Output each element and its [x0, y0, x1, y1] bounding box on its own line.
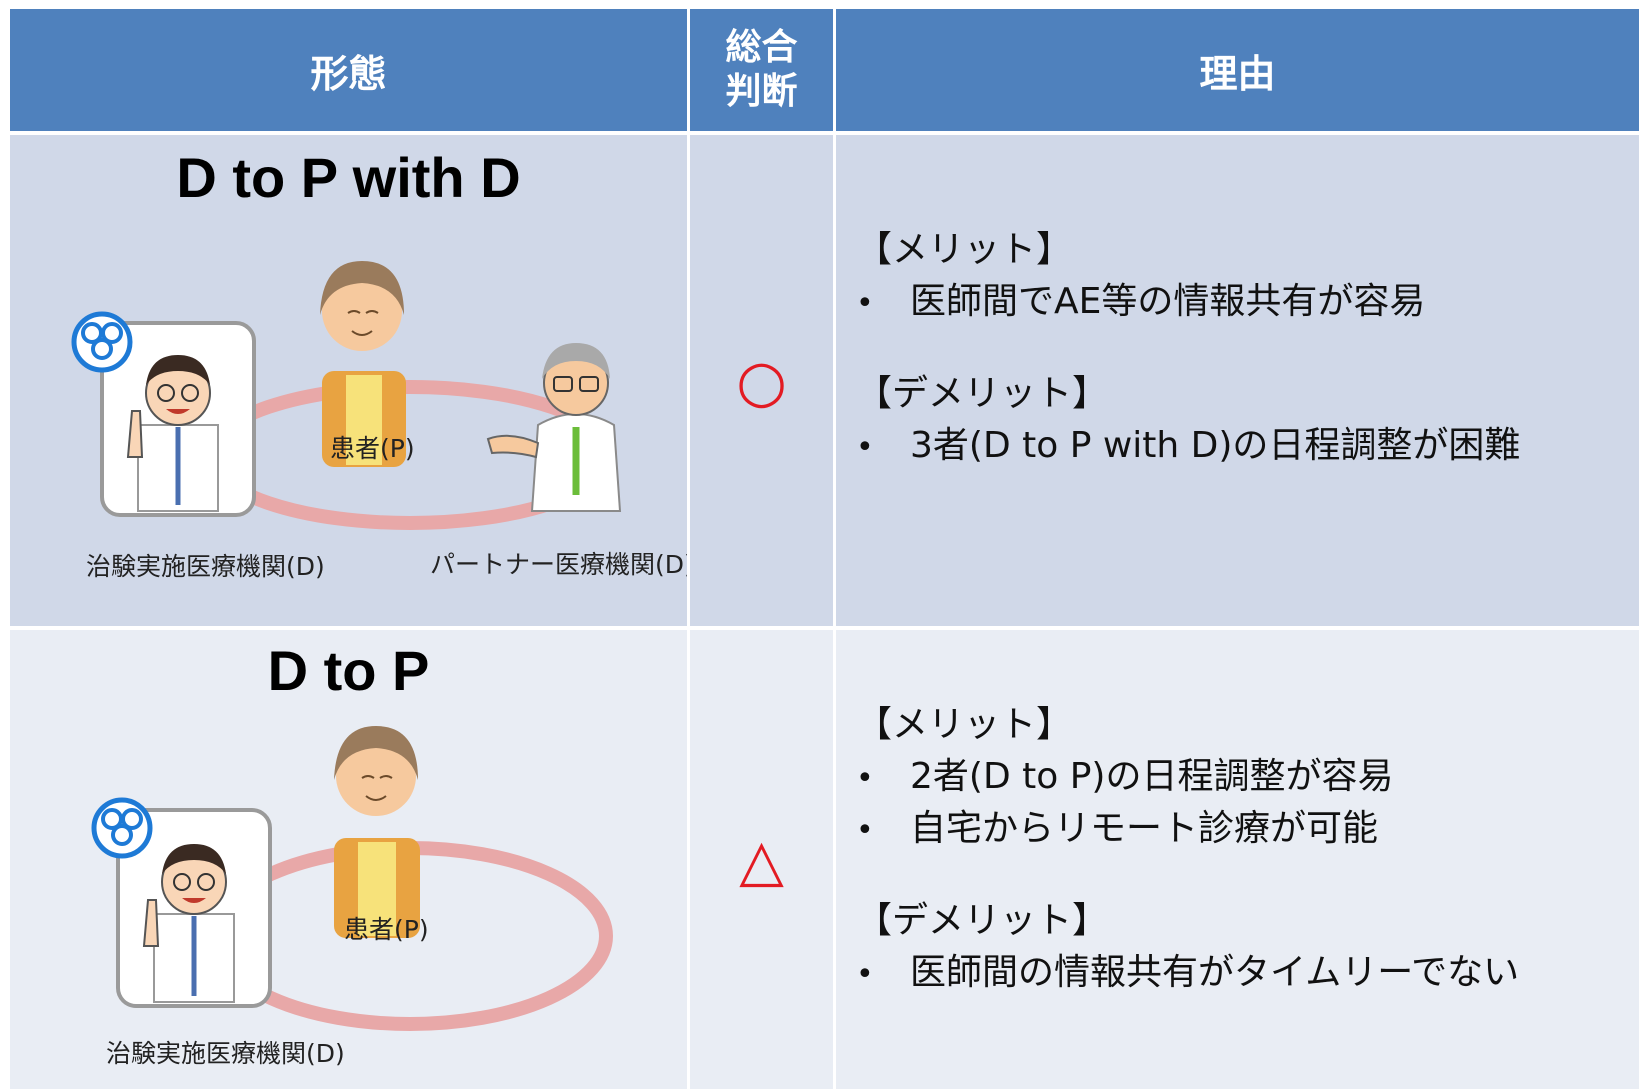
- demerit-text: 3者(D to P with D)の日程調整が困難: [910, 425, 1521, 466]
- form-title: D to P: [267, 639, 430, 702]
- patient-illustration: [320, 261, 406, 467]
- merit-text: 自宅からリモート診療が可能: [910, 808, 1379, 849]
- illustration-d-to-p: [91, 726, 613, 1031]
- site-caption: 治験実施医療機関(D): [106, 1039, 345, 1068]
- demerit-heading: 【デメリット】: [856, 900, 1109, 941]
- header-form: 形態: [10, 9, 690, 135]
- merit-heading: 【メリット】: [856, 229, 1073, 270]
- reason-cell-row2: 【メリット】 • 2者(D to P)の日程調整が容易 • 自宅からリモート診療が可…: [836, 630, 1639, 1089]
- judgment-circle-mark: ○: [736, 346, 787, 415]
- site-caption: 治験実施医療機関(D): [86, 552, 325, 581]
- merit-text: 2者(D to P)の日程調整が容易: [910, 756, 1394, 797]
- header-reason-label: 理由: [1199, 51, 1276, 96]
- form-cell-d-to-p-with-d: D to P with D: [10, 135, 690, 630]
- header-judgment-line1: 総合: [725, 27, 798, 68]
- bullet: •: [856, 286, 874, 321]
- demerit-heading: 【デメリット】: [856, 373, 1109, 414]
- demerit-item: • 3者(D to P with D)の日程調整が困難: [856, 421, 1520, 473]
- judgment-cell-row2: △: [690, 630, 836, 1089]
- comparison-table: 形態 総合 判断 理由 D to P with D: [10, 9, 1639, 1089]
- header-form-label: 形態: [310, 51, 387, 96]
- demerit-text: 医師間の情報共有がタイムリーでない: [910, 952, 1520, 993]
- form-title: D to P with D: [176, 146, 521, 209]
- merit-item: • 医師間でAE等の情報共有が容易: [856, 277, 1520, 329]
- judgment-cell-row1: ○: [690, 135, 836, 630]
- header-reason: 理由: [836, 9, 1639, 135]
- bullet: •: [856, 957, 874, 992]
- reason-block-row2: 【メリット】 • 2者(D to P)の日程調整が容易 • 自宅からリモート診療が可…: [856, 700, 1519, 1000]
- site-doctor-illustration: [100, 321, 256, 517]
- judgment-triangle-mark: △: [739, 825, 784, 894]
- reason-cell-row1: 【メリット】 • 医師間でAE等の情報共有が容易 【デメリット】 • 3者(D to…: [836, 135, 1639, 630]
- trial-logo-icon: [91, 797, 153, 859]
- demerit-list: • 3者(D to P with D)の日程調整が困難: [856, 421, 1520, 473]
- merit-heading: 【メリット】: [856, 704, 1073, 745]
- bullet: •: [856, 430, 874, 465]
- patient-caption: 患者(P): [330, 434, 415, 463]
- merit-item: • 自宅からリモート診療が可能: [856, 804, 1519, 856]
- trial-logo-icon: [71, 311, 133, 373]
- patient-caption: 患者(P): [344, 915, 429, 944]
- merit-list: • 医師間でAE等の情報共有が容易: [856, 277, 1520, 329]
- patient-illustration: [334, 726, 420, 938]
- partner-doctor-illustration: [486, 343, 622, 512]
- illustration-d-to-p-with-d: [71, 261, 622, 530]
- header-judgment: 総合 判断: [690, 9, 836, 135]
- merit-item: • 2者(D to P)の日程調整が容易: [856, 752, 1519, 804]
- header-judgment-line2: 判断: [725, 71, 798, 112]
- demerit-list: • 医師間の情報共有がタイムリーでない: [856, 948, 1519, 1000]
- merit-text: 医師間でAE等の情報共有が容易: [910, 281, 1426, 322]
- form-cell-d-to-p: D to P: [10, 630, 690, 1089]
- merit-list: • 2者(D to P)の日程調整が容易 • 自宅からリモート診療が可能: [856, 752, 1519, 856]
- partner-caption: パートナー医療機関(D): [430, 550, 690, 579]
- bullet: •: [856, 761, 874, 796]
- demerit-item: • 医師間の情報共有がタイムリーでない: [856, 948, 1519, 1000]
- reason-block-row1: 【メリット】 • 医師間でAE等の情報共有が容易 【デメリット】 • 3者(D to…: [856, 225, 1520, 473]
- bullet: •: [856, 813, 874, 848]
- site-doctor-illustration: [116, 808, 272, 1008]
